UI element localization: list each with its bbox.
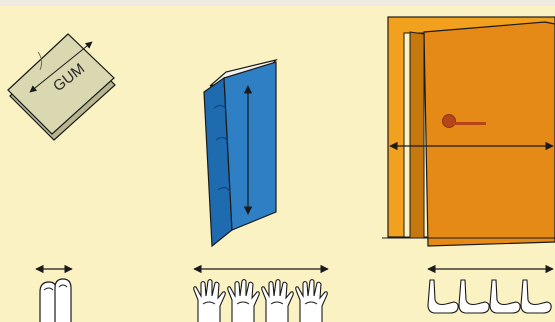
hand-icon (227, 278, 260, 322)
hand-icon (193, 278, 226, 322)
door-knob (442, 114, 456, 128)
gum-arrow (29, 41, 93, 93)
hand-icon (261, 278, 294, 322)
finger-width-measure (35, 264, 73, 322)
door (382, 16, 555, 247)
two-fingers-icon (39, 278, 72, 322)
gum-eraser: GUM (7, 33, 116, 141)
hand-icon (295, 278, 328, 322)
foot-icon (489, 279, 521, 314)
door-panel (423, 21, 555, 247)
hand-span-measure (193, 264, 329, 322)
foot-icon (427, 279, 459, 314)
top-border (0, 0, 555, 6)
door-edge (409, 31, 425, 239)
blue-book (203, 58, 278, 248)
foot-length-measure (427, 264, 554, 314)
foot-icon (458, 279, 490, 314)
foot-icon (520, 279, 552, 314)
door-handle (452, 122, 486, 125)
